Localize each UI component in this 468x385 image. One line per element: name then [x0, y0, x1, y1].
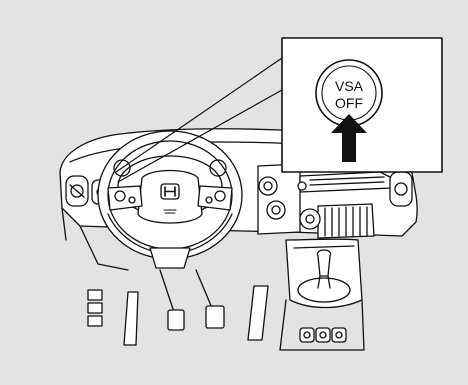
gear-shifter-icon [317, 250, 330, 276]
lower-left-switches [88, 290, 102, 326]
vsa-off-label-line2: OFF [335, 95, 363, 111]
clutch-pedal [160, 270, 174, 312]
left-vent [66, 176, 88, 206]
console-switch-2 [316, 328, 330, 342]
pedals [124, 270, 268, 345]
accelerator-pedal [248, 286, 268, 340]
right-knob [300, 209, 320, 229]
right-side-vent [390, 172, 412, 206]
console-switch-1 [300, 328, 314, 342]
left-rest [124, 292, 138, 345]
center-panel [258, 164, 300, 234]
console-switch-3 [332, 328, 346, 342]
brake-pedal [196, 270, 212, 308]
center-knob-bottom [267, 201, 285, 219]
steering-wheel [98, 131, 242, 259]
center-knob-top [259, 177, 277, 195]
hazard-button [298, 182, 306, 190]
vsa-off-label-line1: VSA [335, 78, 364, 94]
steering-column [150, 248, 190, 268]
center-console [280, 239, 364, 350]
